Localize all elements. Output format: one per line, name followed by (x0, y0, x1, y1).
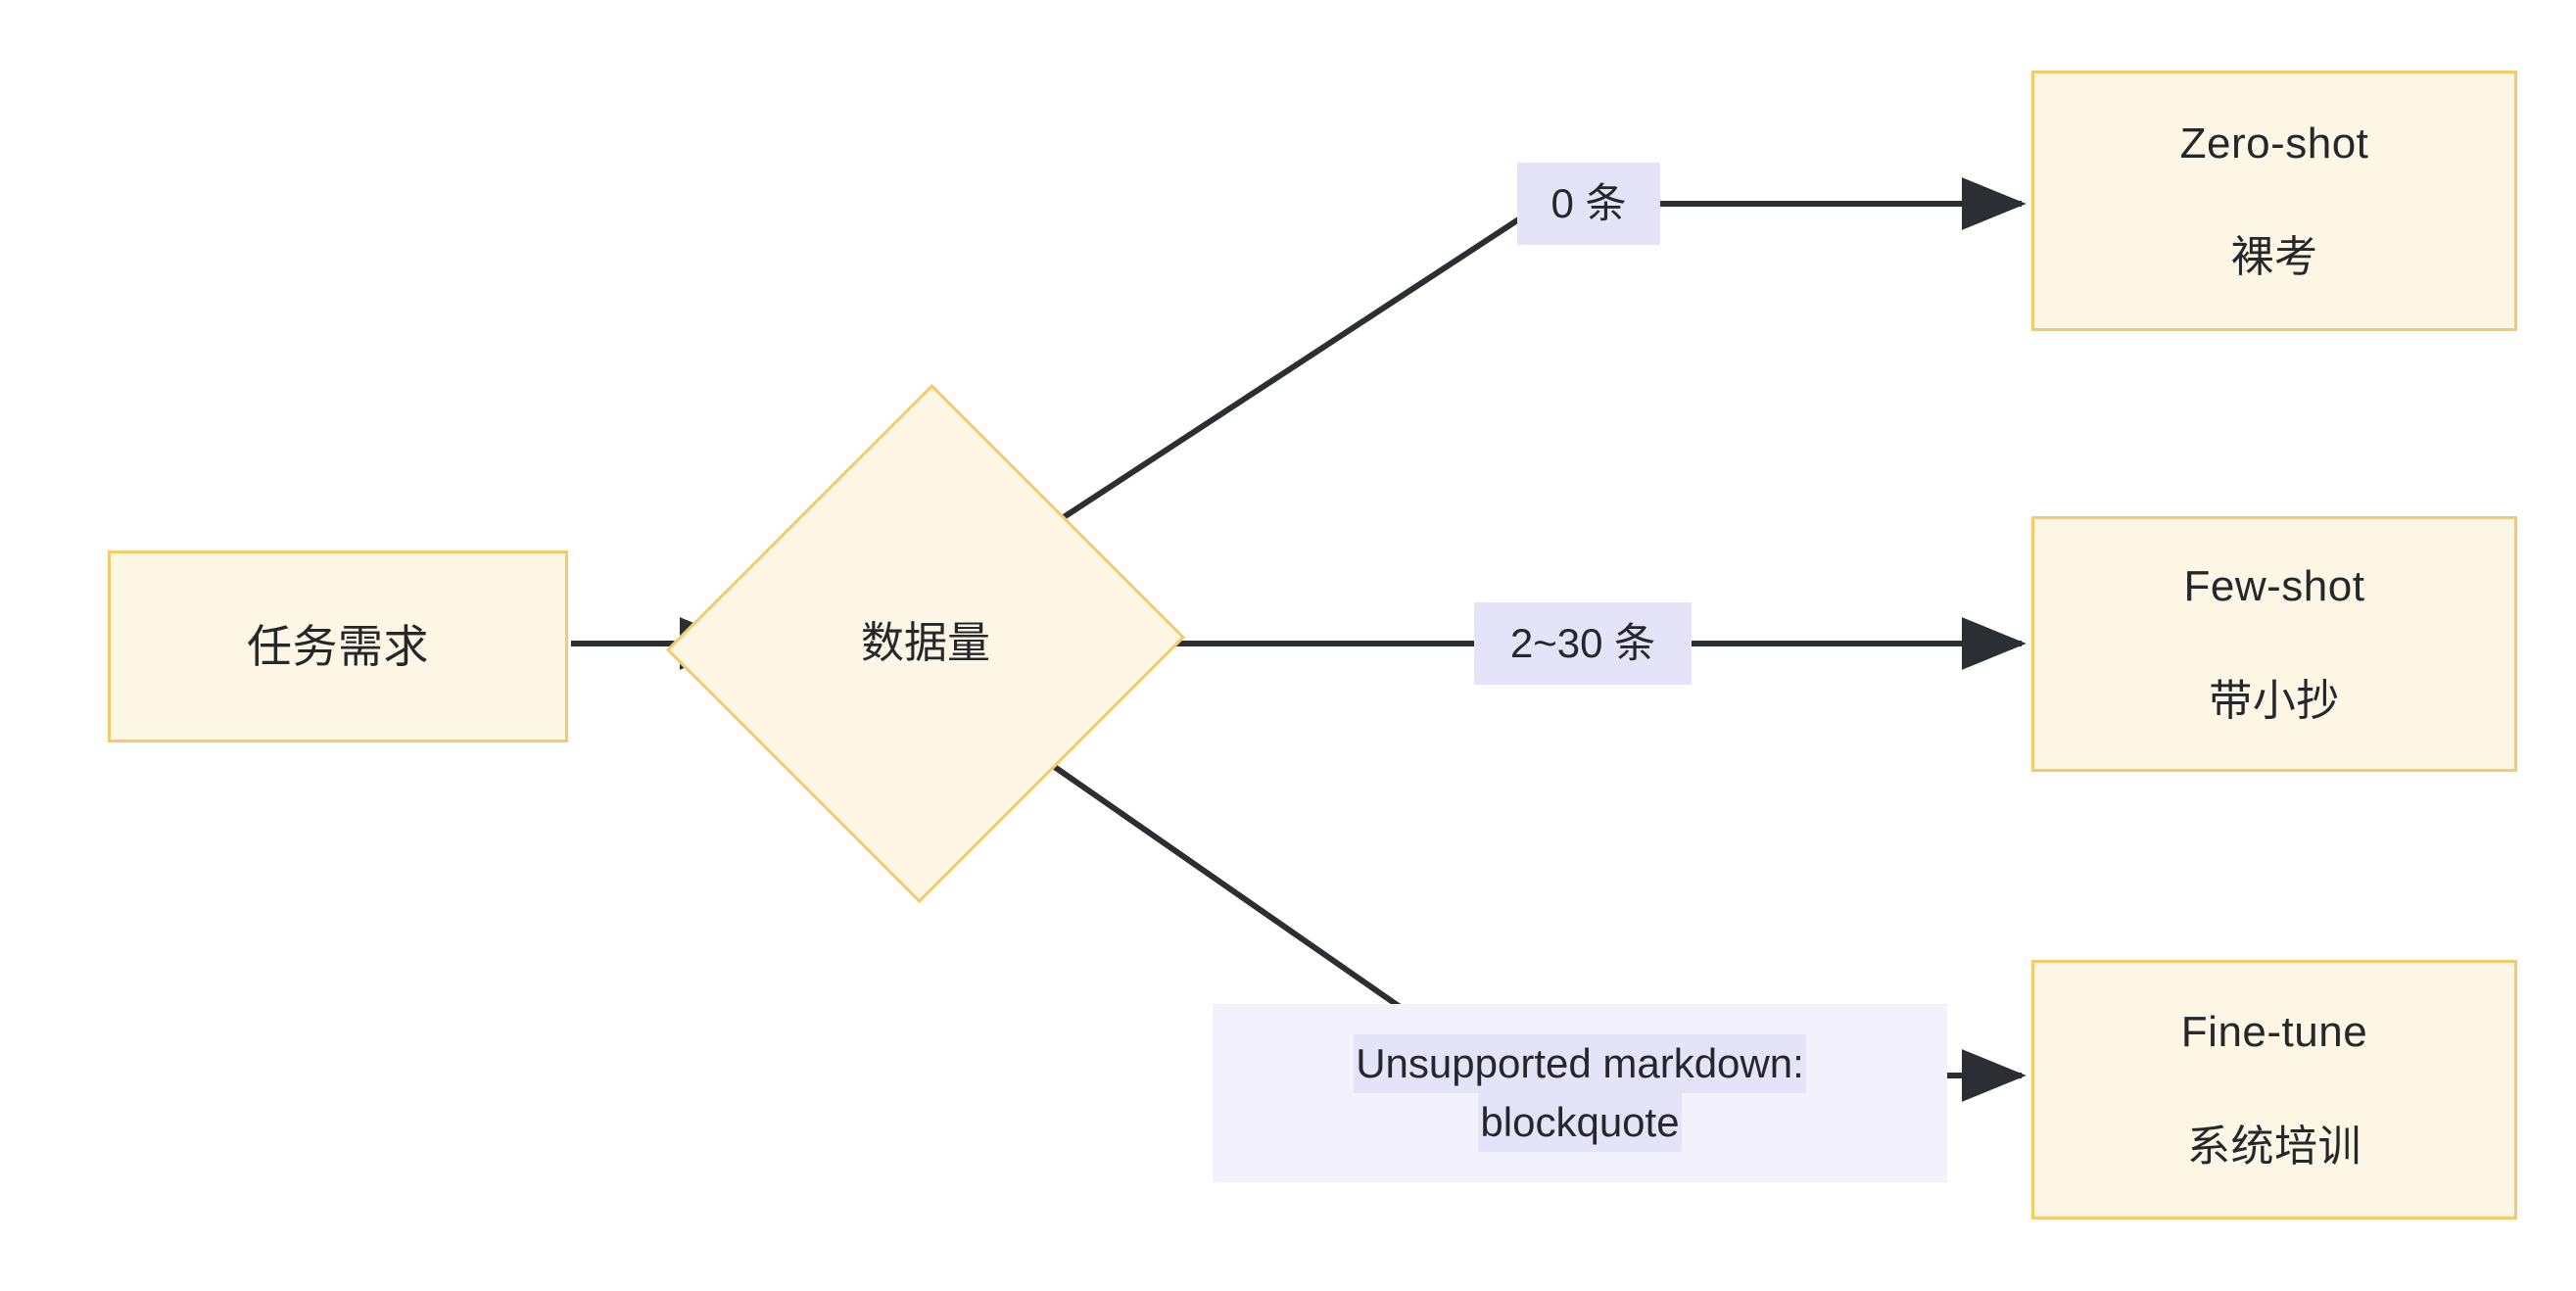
node-few-shot-subtitle: 带小抄 (2209, 676, 2340, 725)
node-zero-shot-title: Zero-shot (2179, 119, 2369, 167)
node-few-shot-title: Few-shot (2183, 562, 2365, 611)
node-task-requirement-label: 任务需求 (247, 620, 429, 672)
node-zero-shot-subtitle: 裸考 (2230, 233, 2318, 282)
edge-data-to-zeroshot (1036, 177, 2027, 537)
node-data-volume-label: 数据量 (861, 618, 990, 667)
node-task-requirement[interactable]: 任务需求 (108, 550, 568, 742)
node-data-volume[interactable]: 数据量 (665, 383, 1186, 904)
node-few-shot[interactable]: Few-shot 带小抄 (2031, 516, 2517, 772)
node-fine-tune[interactable]: Fine-tune 系统培训 (2031, 960, 2517, 1219)
node-zero-shot[interactable]: Zero-shot 裸考 (2031, 71, 2517, 331)
node-fine-tune-subtitle: 系统培训 (2186, 1122, 2361, 1171)
edge-data-to-finetune (1034, 751, 2027, 1102)
node-fine-tune-title: Fine-tune (2180, 1008, 2368, 1057)
